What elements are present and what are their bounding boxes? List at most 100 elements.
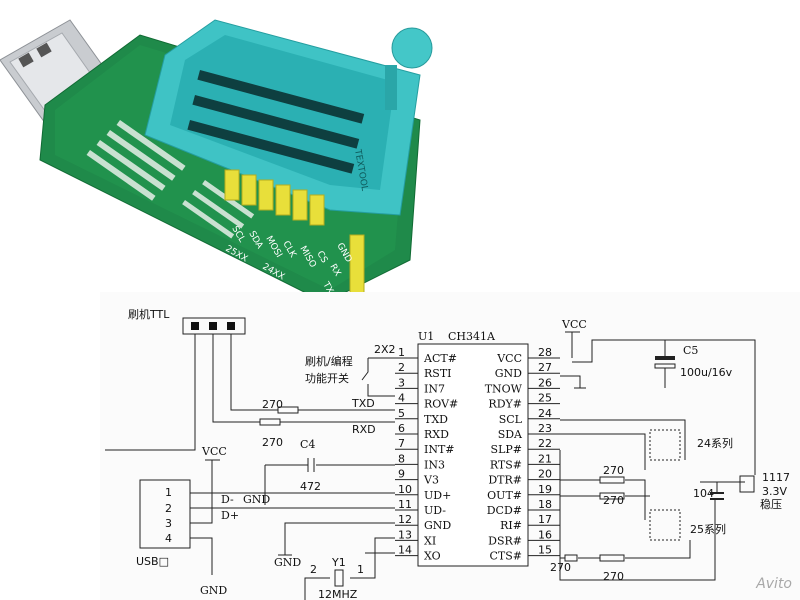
regulator-ref: 1117	[762, 471, 790, 484]
crystal-y1	[334, 569, 344, 587]
u1-left-pin-number: 13	[398, 528, 412, 541]
u1-right-pin-name: VCC	[496, 352, 522, 365]
u1-left-pin-name: XI	[424, 534, 436, 547]
u1-right-pin-number: 28	[538, 346, 552, 359]
crystal-pin-1: 1	[357, 563, 364, 576]
u1-left-pin-number: 1	[398, 346, 405, 359]
ttl-pin-3	[227, 322, 235, 330]
u1-right-pin-number: 19	[538, 483, 552, 496]
regulator-value: 3.3V	[762, 485, 787, 498]
c5-value: 100u/16v	[680, 366, 733, 379]
c5-symbol-top	[655, 356, 675, 360]
u1-right-pin-number: 27	[538, 361, 552, 374]
resistor-xo	[599, 554, 625, 562]
u1-right-pin-name: DCD#	[487, 504, 522, 517]
rxd-net-label: RXD	[352, 423, 376, 436]
u1-left-pin-name: TXD	[424, 413, 448, 426]
c5-ref: C5	[683, 344, 698, 357]
crystal-pin-2: 2	[310, 563, 317, 576]
resistor-dtr	[599, 476, 625, 484]
u1-right-pin-number: 23	[538, 422, 552, 435]
switch-label-line1: 刷机/编程	[305, 354, 353, 368]
u1-left-pin-number: 14	[398, 544, 412, 557]
u1-ref: U1	[418, 330, 434, 343]
r270-label-6: 270	[603, 570, 624, 583]
u1-part: CH341A	[448, 330, 496, 343]
u1-right-pin-number: 17	[538, 513, 552, 526]
u1-right-pin-name: OUT#	[487, 489, 522, 502]
u1-right-pin-name: SCL	[499, 413, 523, 426]
u1-left-pin-name: XO	[424, 550, 441, 563]
u1-right-pin-number: 15	[538, 544, 552, 557]
u1-right-pin-number: 16	[538, 528, 552, 541]
ttl-header	[182, 317, 246, 335]
watermark: Avito	[756, 576, 792, 592]
u1-left-pin-name: RSTI	[424, 367, 452, 380]
ttl-pin-1	[191, 322, 199, 330]
usb-pin-2: 2	[165, 502, 172, 515]
u1-right-pin-name: DTR#	[488, 474, 522, 487]
u1-right-pin-name: CTS#	[489, 550, 522, 563]
cap-104-plate-1	[710, 492, 724, 494]
usb-label: USB□	[136, 555, 169, 568]
regulator-1117	[739, 475, 755, 493]
txd-net-label: TXD	[351, 397, 375, 410]
u1-left-pin-number: 11	[398, 498, 412, 511]
u1-chip-body	[417, 343, 529, 567]
u1-left-pin-name: IN7	[424, 382, 445, 395]
cap-104-plate-2	[710, 498, 724, 500]
u1-right-pin-number: 22	[538, 437, 552, 450]
r270-label-2: 270	[262, 436, 283, 449]
u1-right-pin-number: 25	[538, 392, 552, 405]
resistor-cts	[564, 554, 578, 562]
zif-socket: TEXTOOL	[144, 19, 421, 216]
series-24-label: 24系列	[697, 436, 733, 450]
u1-right-pin-name: RI#	[500, 519, 522, 532]
u1-left-pin-name: IN3	[424, 458, 445, 471]
r270-label-1: 270	[262, 398, 283, 411]
u1-left-pin-number: 10	[398, 483, 412, 496]
u1-right-pin-name: RTS#	[490, 458, 522, 471]
usb-pin-3: 3	[165, 517, 172, 530]
u1-left-pin-number: 12	[398, 513, 412, 526]
cap-104-label: 104	[693, 487, 714, 500]
dminus-label: D-	[221, 493, 234, 506]
u1-left-pin-number: 8	[398, 452, 405, 465]
programmer-photo: TEXTOOL SCL SDA MOSI CLK MISO CS GND RX …	[0, 19, 433, 300]
u1-left-pin-name: UD+	[424, 489, 451, 502]
dplus-label: D+	[221, 509, 239, 522]
gnd-label-bottom: GND	[200, 584, 227, 597]
switch-ref: 2X2	[374, 343, 396, 356]
chip-24-series	[649, 429, 681, 461]
c4-value: 472	[300, 480, 321, 493]
u1-left-pin-number: 4	[398, 392, 405, 405]
pin-header	[224, 169, 365, 296]
r270-label-4: 270	[603, 494, 624, 507]
u1-right-pin-name: SDA	[498, 428, 523, 441]
gnd-label-usb: GND	[243, 493, 270, 506]
vcc-top-label: VCC	[561, 318, 587, 331]
pcb-pads	[86, 119, 255, 239]
r270-label-5: 270	[550, 561, 571, 574]
crystal-value: 12MHZ	[318, 588, 358, 600]
gnd-label-pin12: GND	[274, 556, 301, 569]
u1-left-pin-name: RXD	[424, 428, 449, 441]
usb-pin-4: 4	[165, 532, 172, 545]
ttl-header-label: 刷机TTL	[128, 307, 170, 321]
u1-left-pin-name: V3	[423, 474, 439, 487]
u1-left-pin-name: ROV#	[424, 398, 458, 411]
switch-label-line2: 功能开关	[305, 371, 349, 385]
u1-left-pin-number: 2	[398, 361, 405, 374]
u1-left-pin-name: ACT#	[423, 352, 457, 365]
u1-left-pin-name: UD-	[424, 504, 446, 517]
u1-left-pin-number: 5	[398, 407, 405, 420]
u1-left-pin-number: 6	[398, 422, 405, 435]
series-25-label: 25系列	[690, 522, 726, 536]
chip-25-series	[649, 509, 681, 541]
u1-left-pin-name: GND	[424, 519, 451, 532]
u1-right-pin-number: 26	[538, 376, 552, 389]
resistor-dcd	[599, 492, 625, 500]
u1-right-pin-name: GND	[495, 367, 522, 380]
u1-left-pin-number: 3	[398, 376, 405, 389]
